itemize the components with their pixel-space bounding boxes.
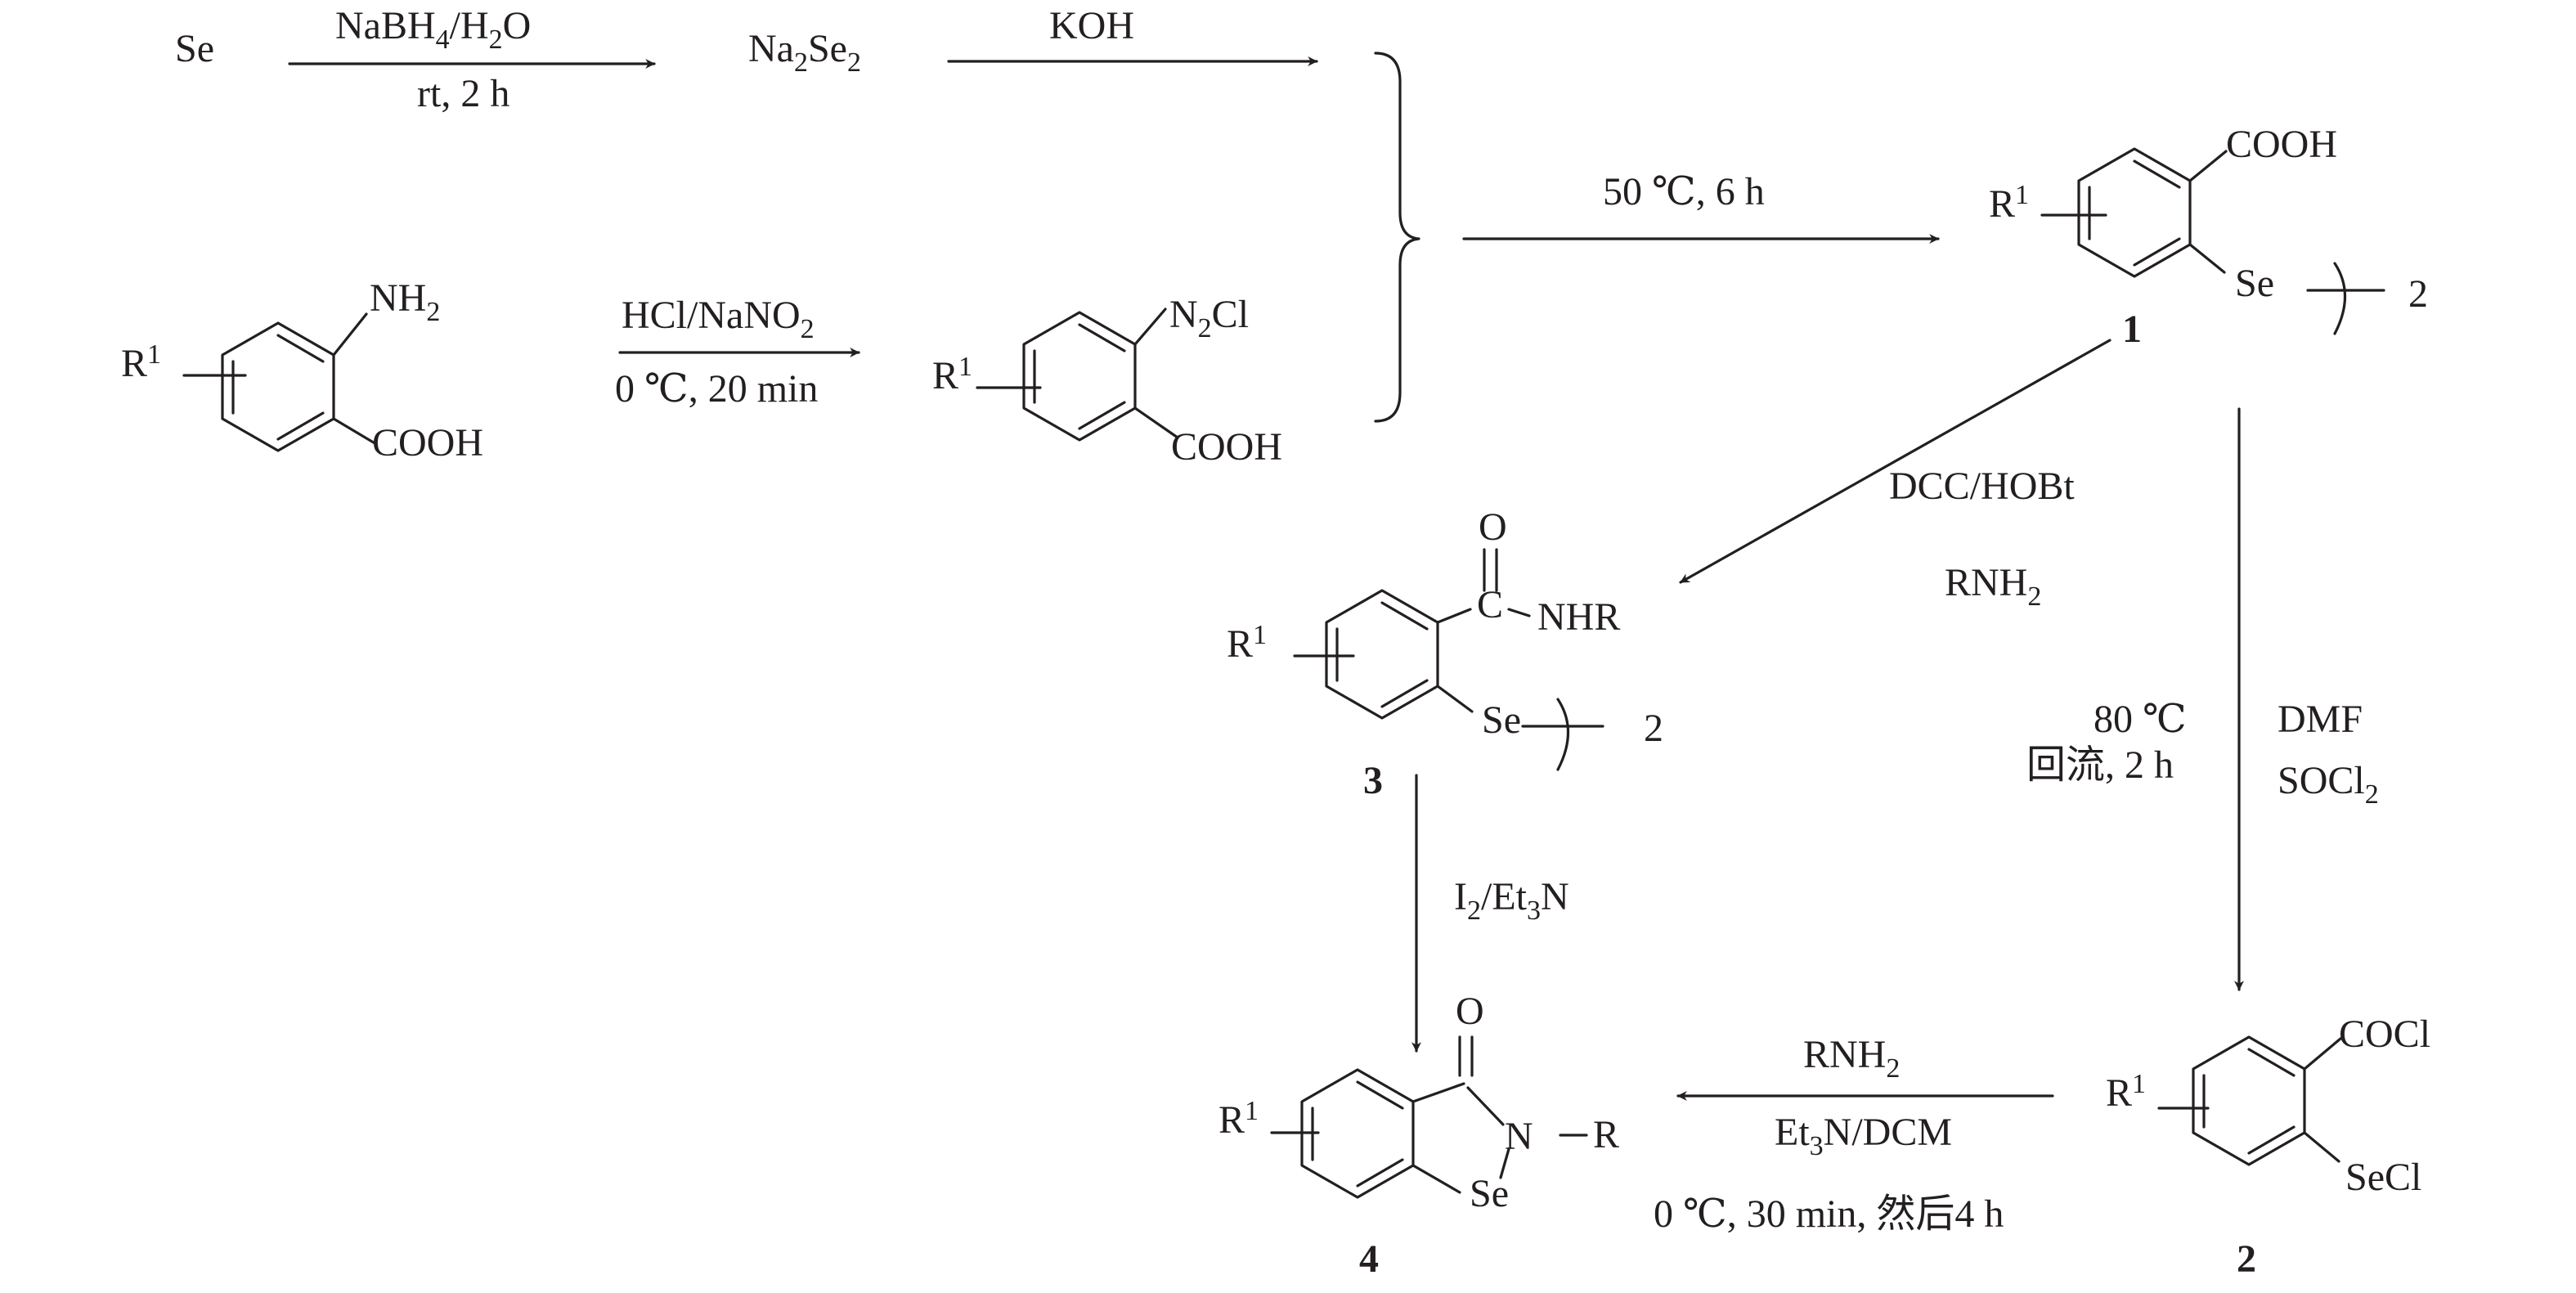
- compound-1-selenium: Se: [2235, 262, 2274, 305]
- chlorination-reagent-2: SOCl2: [2278, 759, 2379, 810]
- compound-4-substituent: R1: [1218, 1096, 1259, 1142]
- compound-2-structure: R1 COCl SeCl: [2106, 1012, 2430, 1199]
- reduction-condition: rt, 2 h: [417, 72, 509, 115]
- compound-3-structure: R1 O C NHR Se 2: [1227, 505, 1663, 771]
- compound-1-structure: R1 COOH Se 2: [1989, 123, 2428, 335]
- diazonium-acid-group: COOH: [1171, 425, 1282, 469]
- compound-4-oxygen: O: [1456, 990, 1484, 1033]
- compound-2-label: 2: [2237, 1237, 2256, 1281]
- compound-3-substituent: R1: [1227, 620, 1267, 666]
- combining-brace: [1374, 52, 1420, 423]
- amidation-reagent-1: DCC/HOBt: [1889, 465, 2075, 508]
- amine-cyclization-condition: 0 ℃, 30 min, 然后4 h: [1654, 1192, 2004, 1236]
- coupling-condition: 50 ℃, 6 h: [1603, 170, 1765, 213]
- chlorination-condition: 回流, 2 h: [2026, 743, 2174, 787]
- amino-group-label: NH2: [370, 276, 440, 327]
- compound-4-r-group: R: [1593, 1113, 1619, 1156]
- diazo-group-label: N2Cl: [1169, 293, 1249, 343]
- aminobenzoic-acid-group: COOH: [372, 421, 483, 465]
- aminobenzoic-acid-structure: R1 NH2 COOH: [121, 276, 483, 465]
- compound-1-label: 1: [2122, 308, 2142, 351]
- compound-4-nitrogen: N: [1505, 1115, 1533, 1158]
- base-reagent: KOH: [1049, 4, 1134, 47]
- compound-2-substituent: R1: [2106, 1069, 2146, 1115]
- compound-4-selenium: Se: [1470, 1172, 1509, 1215]
- compound-3-amide: NHR: [1537, 595, 1620, 639]
- amidation-arrow: [1679, 339, 2112, 584]
- amine-cyclization-reagent-1: RNH2: [1803, 1033, 1900, 1084]
- chlorination-reagent-1: DMF: [2278, 698, 2363, 741]
- reduction-reagent: NaBH4/H2O: [335, 4, 531, 55]
- compound-2-acyl-group: COCl: [2339, 1012, 2430, 1056]
- compound-2-selenyl-group: SeCl: [2345, 1156, 2421, 1199]
- amine-cyclization-reagent-2: Et3N/DCM: [1775, 1111, 1952, 1161]
- compound-3-selenium: Se: [1482, 698, 1521, 742]
- diazonium-substituent: R1: [932, 352, 972, 397]
- compound-1-acid-group: COOH: [2226, 123, 2337, 166]
- compound-1-multiplier: 2: [2408, 272, 2428, 316]
- diazotization-condition: 0 ℃, 20 min: [615, 367, 818, 411]
- compound-4-structure: R1 O N R Se: [1218, 990, 1619, 1215]
- aminobenzoic-substituent: R1: [121, 339, 161, 385]
- sodium-diselenide-label: Na2Se2: [748, 27, 861, 78]
- iodine-cyclization-reagent: I2/Et3N: [1454, 875, 1569, 926]
- diazonium-salt-structure: R1 N2Cl COOH: [932, 293, 1282, 469]
- selenium-label: Se: [175, 27, 214, 70]
- compound-3-multiplier: 2: [1644, 707, 1663, 750]
- compound-3-carbon: C: [1477, 583, 1503, 626]
- compound-4-label: 4: [1359, 1237, 1379, 1281]
- chlorination-temperature: 80 ℃: [2094, 698, 2187, 741]
- compound-3-oxygen: O: [1479, 505, 1507, 549]
- amidation-reagent-2: RNH2: [1945, 561, 2041, 612]
- compound-1-substituent: R1: [1989, 180, 2029, 226]
- compound-3-label: 3: [1363, 759, 1383, 802]
- diazotization-reagent: HCl/NaNO2: [622, 294, 815, 344]
